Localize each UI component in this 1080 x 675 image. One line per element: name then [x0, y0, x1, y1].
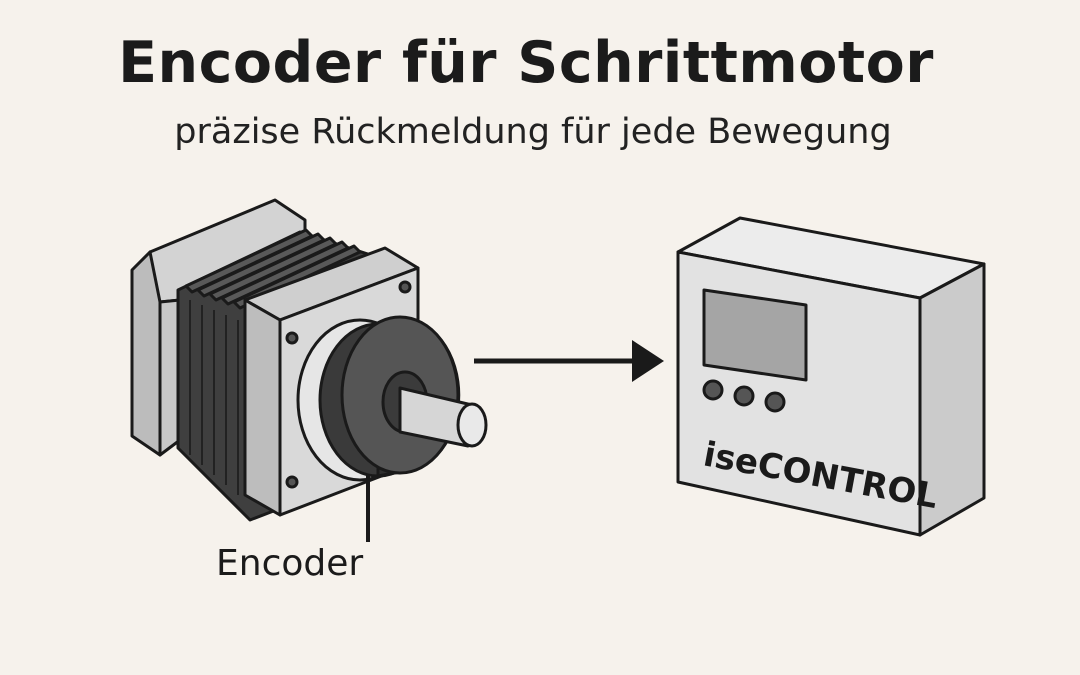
- motor-rib-lines: [189, 300, 239, 495]
- controller-button: [733, 385, 755, 407]
- signal-arrow: [474, 340, 664, 382]
- motor-front-flange: [243, 298, 282, 517]
- arrow-head-icon: [632, 340, 664, 382]
- motor-ribs: [184, 228, 362, 310]
- controller-display: [702, 288, 808, 382]
- encoder-label: Encoder: [216, 543, 364, 584]
- stepper-motor: [130, 198, 488, 522]
- controller-box: [676, 216, 986, 537]
- controller-button: [764, 391, 786, 413]
- mount-hole: [285, 331, 299, 345]
- motor-shaft-tip: [456, 402, 488, 448]
- motor-rear-cap-side: [130, 250, 162, 457]
- controller-button: [702, 379, 724, 401]
- mount-hole: [285, 475, 299, 489]
- diagram-title: Encoder für Schrittmotor: [118, 30, 934, 96]
- mount-hole: [398, 280, 412, 294]
- diagram-subtitle: präzise Rückmeldung für jede Bewegung: [174, 112, 892, 152]
